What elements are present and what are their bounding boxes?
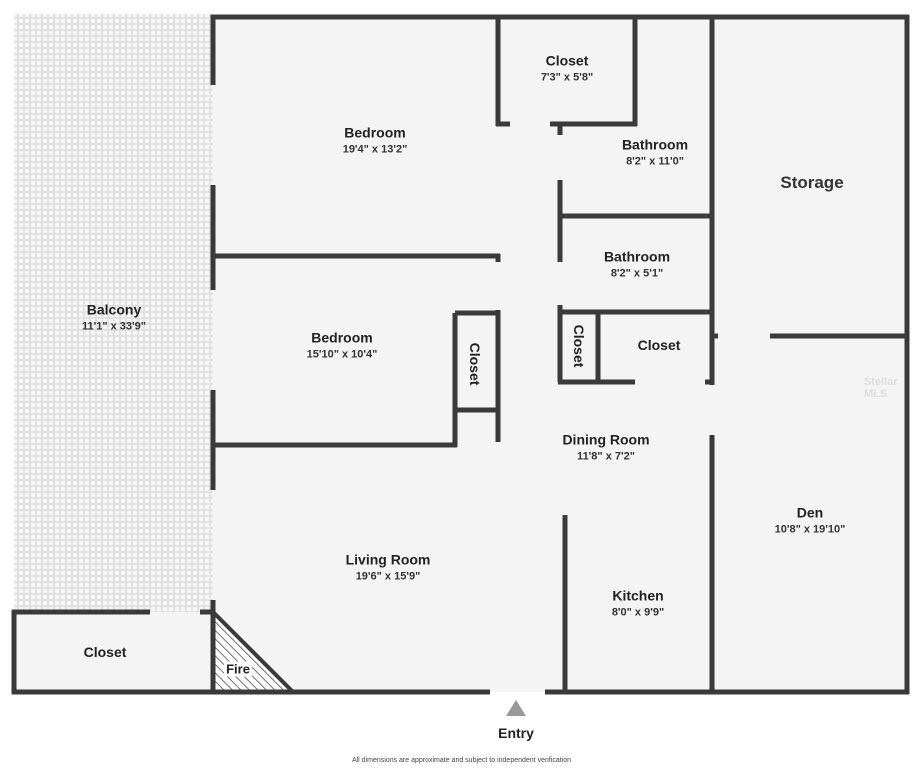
watermark: Stellar MLS xyxy=(864,376,898,400)
footer-disclaimer: All dimensions are approximate and subje… xyxy=(351,757,572,764)
room-name: Fire xyxy=(226,661,250,677)
room-name: Bathroom xyxy=(603,248,671,265)
room-closet-small: Closet xyxy=(571,325,587,368)
room-name: Kitchen xyxy=(612,587,664,604)
room-name: Bathroom xyxy=(621,136,689,153)
entry-arrow-icon xyxy=(506,700,526,716)
room-dims: 8'2" x 11'0" xyxy=(626,155,684,168)
room-bathroom-1: Bathroom 8'2" x 11'0" xyxy=(622,137,688,168)
room-dims: 15'10" x 10'4" xyxy=(306,348,378,361)
room-dims: 19'6" x 15'9" xyxy=(355,570,421,583)
entry-label: Entry xyxy=(498,725,534,741)
room-storage: Storage xyxy=(780,173,843,193)
walls xyxy=(11,14,910,695)
room-den: Den 10'8" x 19'10" xyxy=(775,505,846,536)
room-dims: 8'0" x 9'9" xyxy=(611,606,665,619)
room-bedroom-2: Bedroom 15'10" x 10'4" xyxy=(307,330,378,361)
room-dims: 11'8" x 7'2" xyxy=(577,450,635,463)
room-name: Closet xyxy=(637,337,681,353)
room-kitchen: Kitchen 8'0" x 9'9" xyxy=(612,588,664,619)
room-name: Living Room xyxy=(345,551,431,568)
room-name: Bedroom xyxy=(344,124,406,141)
room-bathroom-2: Bathroom 8'2" x 5'1" xyxy=(604,249,670,280)
room-dims: 11'1" x 33'9" xyxy=(82,320,146,333)
room-balcony: Balcony 11'1" x 33'9" xyxy=(82,302,146,333)
closet-bottom-floor xyxy=(14,612,213,692)
room-name: Bedroom xyxy=(311,329,373,346)
room-closet-mid: Closet xyxy=(638,337,681,353)
room-living: Living Room 19'6" x 15'9" xyxy=(346,552,431,583)
room-name: Dining Room xyxy=(562,431,650,448)
room-closet-bottom: Closet xyxy=(84,644,127,660)
room-name: Closet xyxy=(467,342,483,386)
room-bedroom-1: Bedroom 19'4" x 13'2" xyxy=(343,125,408,156)
room-name: Closet xyxy=(545,52,589,69)
room-name: Storage xyxy=(780,173,844,192)
room-name: Den xyxy=(796,504,824,521)
room-dims: 8'2" x 5'1" xyxy=(610,267,664,280)
room-dims: 19'4" x 13'2" xyxy=(342,143,408,156)
room-name: Closet xyxy=(571,324,587,368)
room-closet-bedroom: Closet xyxy=(467,343,483,386)
balcony-floor xyxy=(14,14,213,612)
room-closet-top: Closet 7'3" x 5'8" xyxy=(541,53,593,84)
room-dims: 7'3" x 5'8" xyxy=(540,71,594,84)
room-fireplace: Fire xyxy=(224,661,252,677)
room-name: Closet xyxy=(83,644,127,660)
room-dining: Dining Room 11'8" x 7'2" xyxy=(562,432,649,463)
room-name: Balcony xyxy=(86,301,142,318)
room-dims: 10'8" x 19'10" xyxy=(774,523,846,536)
